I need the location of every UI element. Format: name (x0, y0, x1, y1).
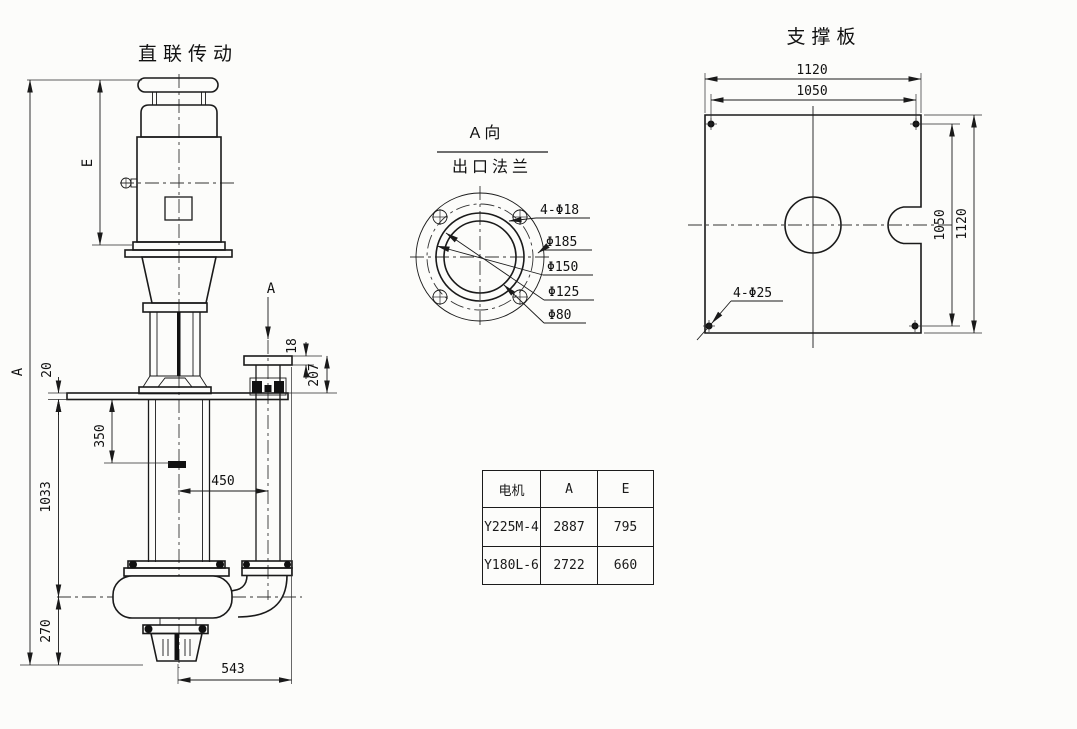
casing-flange-lower (123, 567, 230, 577)
dim-207: 207 (307, 363, 322, 386)
motor-top-cap (137, 77, 219, 93)
dim-270: 270 (39, 619, 54, 642)
casing-flange-upper (127, 560, 226, 569)
plate-dimensions: 1120 1050 1050 1120 4-Φ25 (696, 63, 982, 341)
table-row: Y225M-4 2887 795 (482, 507, 654, 547)
table-row: Y180L-6 2722 660 (482, 546, 654, 585)
table-cell-a-value: 2722 (540, 546, 598, 585)
section-arrow-label: A (267, 281, 276, 297)
dim-face-dia: Φ125 (548, 285, 579, 300)
fan-cowl (140, 104, 218, 138)
dim-overall-height: A (10, 367, 26, 376)
table-header-motor: 电机 (482, 470, 541, 508)
bolt-circle (426, 203, 534, 311)
strainer-body (150, 632, 203, 662)
shaft-coupling-mark (168, 461, 186, 468)
discharge-pipe (227, 355, 293, 618)
table-cell-e-value: 660 (597, 546, 654, 585)
dim-bolt-holes: 4-Φ18 (540, 203, 579, 218)
volute-body (112, 575, 233, 619)
suction-flange (142, 624, 209, 635)
flange-view-title: 出口法兰 (452, 158, 532, 176)
bore-circle (443, 220, 517, 294)
raised-face-circle (435, 212, 525, 302)
table-header-e: E (597, 470, 654, 508)
table-cell-a-value: 2887 (540, 507, 598, 547)
support-stand (138, 302, 212, 395)
suction-strainer (142, 618, 209, 662)
dim-corner-holes: 4-Φ25 (733, 286, 772, 301)
elbow-outer (237, 574, 288, 618)
pump-dimensions: A E 20 350 1033 270 450 543 (10, 79, 337, 684)
junction-box (164, 196, 193, 221)
dim-outer-dia: Φ185 (546, 235, 577, 250)
section-arrow-a: A (265, 281, 276, 340)
outlet-flange-view: A向 出口法兰 4-Φ18 Φ185 Φ150 Φ125 (410, 124, 594, 328)
volute-casing (112, 560, 233, 619)
dim-plate-width-holes: 1050 (796, 84, 827, 99)
dim-350: 350 (93, 424, 108, 447)
motor-dimension-table: 电机 A E Y225M-4 2887 795 Y180L-6 2722 660 (482, 470, 654, 585)
support-plate-outline (704, 114, 922, 334)
motor (120, 77, 233, 258)
motor-base (124, 249, 233, 258)
flange-view-label: A向 (470, 124, 505, 142)
pump-column (147, 399, 211, 562)
mounting-plate-side (66, 392, 289, 401)
dim-plate-height-outer: 1120 (955, 208, 970, 239)
dim-543: 543 (221, 662, 244, 677)
support-plate-view: 支撑板 1120 1050 1050 1120 (688, 26, 982, 348)
dim-bore-dia: Φ80 (548, 308, 571, 323)
dim-18: 18 (285, 338, 300, 354)
flange-dimension-leaders: 4-Φ18 Φ185 Φ150 Φ125 Φ80 (436, 203, 594, 324)
dim-plate-height-holes: 1050 (933, 209, 948, 240)
table-cell-motor-model: Y225M-4 (482, 507, 541, 547)
outlet-flange-side (243, 355, 293, 366)
pipe-support-gland (249, 377, 287, 396)
pump-side-view: 直联传动 (10, 43, 337, 684)
dim-bolt-circle-dia: Φ150 (547, 260, 578, 275)
stand-top-plate (142, 302, 208, 313)
table-cell-e-value: 795 (597, 507, 654, 547)
dim-450: 450 (211, 474, 234, 489)
support-plate-title: 支撑板 (786, 26, 861, 48)
dim-motor-height: E (80, 159, 96, 167)
table-header-a: A (540, 470, 598, 508)
shaft (177, 312, 181, 376)
flange-outer-circle (415, 192, 545, 322)
dim-1033: 1033 (39, 481, 54, 512)
table-cell-motor-model: Y180L-6 (482, 546, 541, 585)
pipe-flange-joint-lower (241, 567, 293, 577)
pump-view-title: 直联传动 (138, 43, 238, 65)
dim-plate-width-outer: 1120 (796, 63, 827, 78)
dim-plate-thickness: 20 (40, 362, 55, 378)
